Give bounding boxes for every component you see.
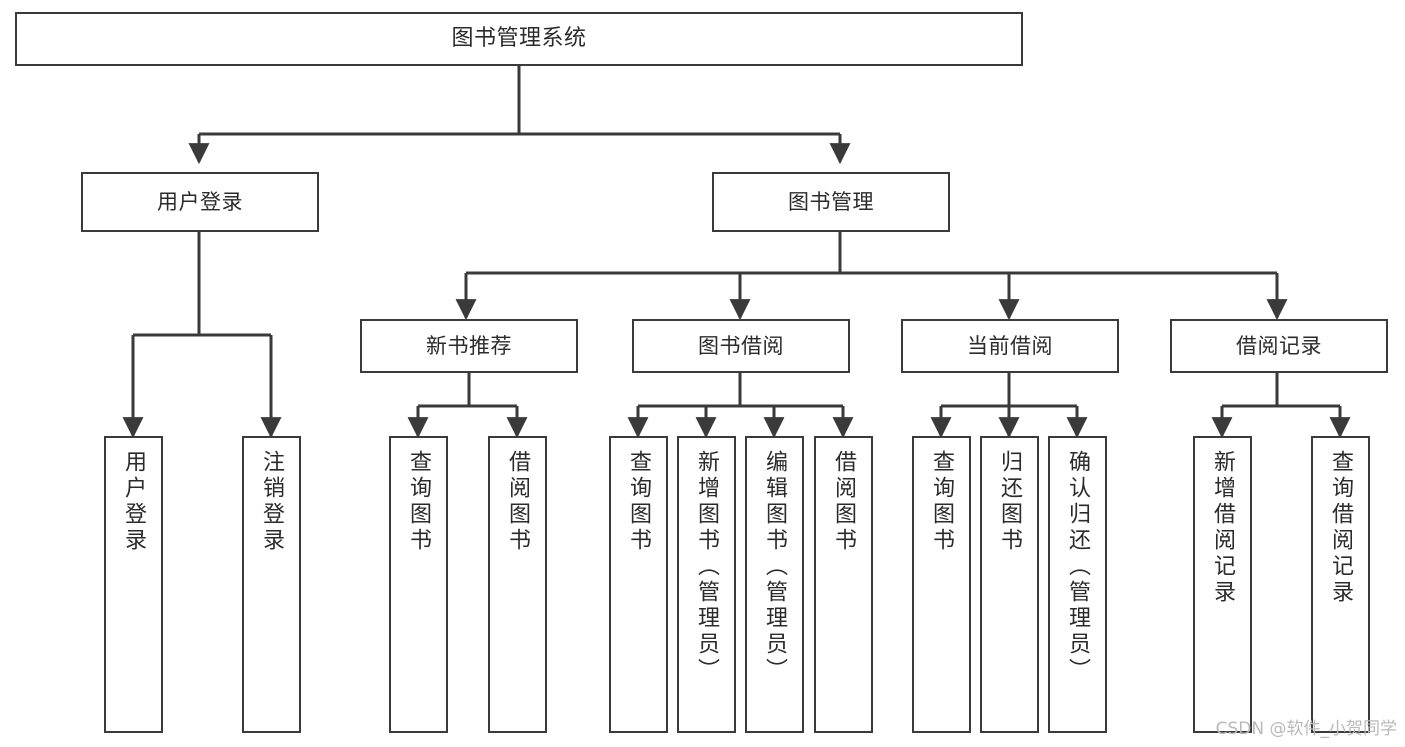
node-root-book-management-system[interactable]: 图书管理系统 — [15, 12, 1023, 66]
leaf-borrow-book[interactable]: 借阅图书 — [814, 436, 873, 733]
node-new-book-recommend[interactable]: 新书推荐 — [360, 319, 578, 373]
leaf-logout[interactable]: 注销登录 — [242, 436, 301, 733]
leaf-query-book-recommend[interactable]: 查询图书 — [389, 436, 448, 733]
node-label: 查询图书 — [929, 450, 955, 554]
watermark: CSDN @软件_小贺同学 — [1215, 719, 1397, 739]
leaf-confirm-return-admin[interactable]: 确认归还（管理员） — [1048, 436, 1107, 733]
node-label: 编辑图书（管理员） — [762, 450, 788, 684]
node-label: 新书推荐 — [426, 333, 512, 358]
node-label: 用户登录 — [121, 450, 147, 554]
node-borrow-record[interactable]: 借阅记录 — [1170, 319, 1388, 373]
leaf-add-borrow-record[interactable]: 新增借阅记录 — [1193, 436, 1252, 733]
node-current-borrow[interactable]: 当前借阅 — [901, 319, 1119, 373]
node-book-borrow[interactable]: 图书借阅 — [632, 319, 850, 373]
node-label: 注销登录 — [259, 450, 285, 554]
node-label: 新增借阅记录 — [1210, 450, 1236, 606]
leaf-query-book-borrow[interactable]: 查询图书 — [609, 436, 668, 733]
leaf-query-book-current[interactable]: 查询图书 — [912, 436, 971, 733]
node-label: 图书借阅 — [698, 333, 784, 358]
node-label: 查询借阅记录 — [1328, 450, 1354, 606]
node-label: 新增图书（管理员） — [694, 450, 720, 684]
leaf-add-book-admin[interactable]: 新增图书（管理员） — [677, 436, 736, 733]
node-label: 当前借阅 — [967, 333, 1053, 358]
leaf-edit-book-admin[interactable]: 编辑图书（管理员） — [745, 436, 804, 733]
node-label: 确认归还（管理员） — [1065, 450, 1091, 684]
leaf-borrow-book-recommend[interactable]: 借阅图书 — [488, 436, 547, 733]
node-book-management[interactable]: 图书管理 — [712, 172, 950, 232]
node-label: 图书管理系统 — [451, 26, 587, 52]
node-label: 查询图书 — [626, 450, 652, 554]
node-label: 图书管理 — [788, 189, 874, 214]
leaf-user-login[interactable]: 用户登录 — [104, 436, 163, 733]
node-label: 归还图书 — [997, 450, 1023, 554]
leaf-return-book[interactable]: 归还图书 — [980, 436, 1039, 733]
node-label: 用户登录 — [157, 189, 243, 214]
leaf-query-borrow-record[interactable]: 查询借阅记录 — [1311, 436, 1370, 733]
node-label: 查询图书 — [406, 450, 432, 554]
node-user-login[interactable]: 用户登录 — [81, 172, 319, 232]
node-label: 借阅图书 — [831, 450, 857, 554]
node-label: 借阅图书 — [505, 450, 531, 554]
node-label: 借阅记录 — [1236, 333, 1322, 358]
